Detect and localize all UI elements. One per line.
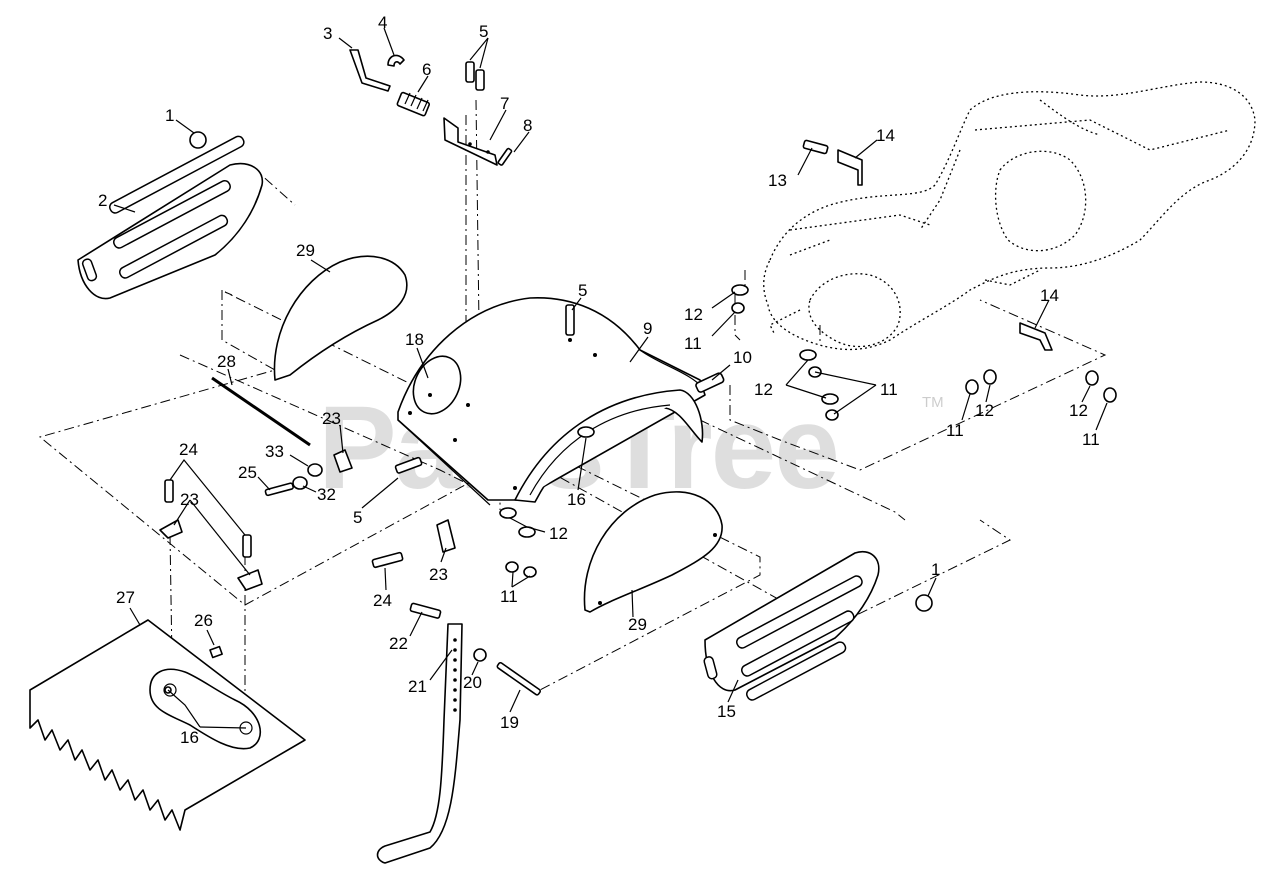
callout-29: 29 bbox=[628, 615, 647, 634]
callout-1: 1 bbox=[931, 560, 940, 579]
callout-11: 11 bbox=[946, 421, 964, 440]
callout-7: 7 bbox=[500, 94, 509, 113]
callout-20: 20 bbox=[463, 673, 482, 692]
side-plate-right bbox=[703, 551, 880, 701]
callout-11: 11 bbox=[880, 380, 898, 399]
callout-6: 6 bbox=[422, 60, 431, 79]
callout-12: 12 bbox=[1069, 401, 1088, 420]
callout-15: 15 bbox=[717, 702, 736, 721]
callout-24: 24 bbox=[179, 440, 198, 459]
callout-16: 16 bbox=[180, 728, 199, 747]
leader-lines bbox=[113, 27, 1108, 729]
callout-33: 33 bbox=[265, 442, 284, 461]
callout-12: 12 bbox=[975, 401, 994, 420]
callout-21: 21 bbox=[408, 677, 427, 696]
side-shield-lower bbox=[583, 491, 723, 613]
callout-26: 26 bbox=[194, 611, 213, 630]
callout-10: 10 bbox=[733, 348, 752, 367]
callout-3: 3 bbox=[323, 24, 332, 43]
callout-32: 32 bbox=[317, 485, 336, 504]
assembly-center-lines bbox=[38, 99, 1107, 700]
hardware-items bbox=[159, 49, 1117, 696]
callout-25: 25 bbox=[238, 463, 257, 482]
callout-24: 24 bbox=[373, 591, 392, 610]
lever-bracket bbox=[443, 117, 498, 166]
deflector-shield bbox=[29, 619, 306, 831]
callout-12: 12 bbox=[754, 380, 773, 399]
watermark-trademark: TM bbox=[922, 394, 944, 411]
hood-flap-strip bbox=[514, 389, 704, 503]
callout-12: 12 bbox=[684, 305, 703, 324]
callout-27: 27 bbox=[116, 588, 135, 607]
side-shield-upper bbox=[273, 255, 408, 381]
callout-28: 28 bbox=[217, 352, 236, 371]
tiller-body-ghost bbox=[763, 81, 1256, 351]
callout-1: 1 bbox=[165, 106, 174, 125]
callout-2: 2 bbox=[98, 191, 107, 210]
callout-23: 23 bbox=[322, 409, 341, 428]
callout-14: 14 bbox=[876, 126, 895, 145]
callout-23: 23 bbox=[429, 565, 448, 584]
callout-16: 16 bbox=[567, 490, 586, 509]
callout-12: 12 bbox=[549, 524, 568, 543]
callout-8: 8 bbox=[523, 116, 532, 135]
callout-13: 13 bbox=[768, 171, 787, 190]
callout-23: 23 bbox=[180, 490, 199, 509]
callout-5: 5 bbox=[479, 22, 488, 41]
callout-5: 5 bbox=[353, 508, 362, 527]
callout-11: 11 bbox=[684, 334, 702, 353]
callout-29: 29 bbox=[296, 241, 315, 260]
depth-stake bbox=[376, 623, 463, 864]
callout-19: 19 bbox=[500, 713, 519, 732]
callout-9: 9 bbox=[643, 319, 652, 338]
callout-14: 14 bbox=[1040, 286, 1059, 305]
callout-11: 11 bbox=[500, 587, 518, 606]
callout-22: 22 bbox=[389, 634, 408, 653]
callout-4: 4 bbox=[378, 13, 387, 32]
callout-11: 11 bbox=[1082, 430, 1100, 449]
callout-5: 5 bbox=[578, 281, 587, 300]
callout-18: 18 bbox=[405, 330, 424, 349]
side-plate-left bbox=[77, 135, 264, 300]
tine-hood bbox=[397, 297, 706, 506]
callouts: 1 2 3 4 5 6 7 8 29 18 5 9 28 23 33 25 32… bbox=[98, 13, 1100, 747]
